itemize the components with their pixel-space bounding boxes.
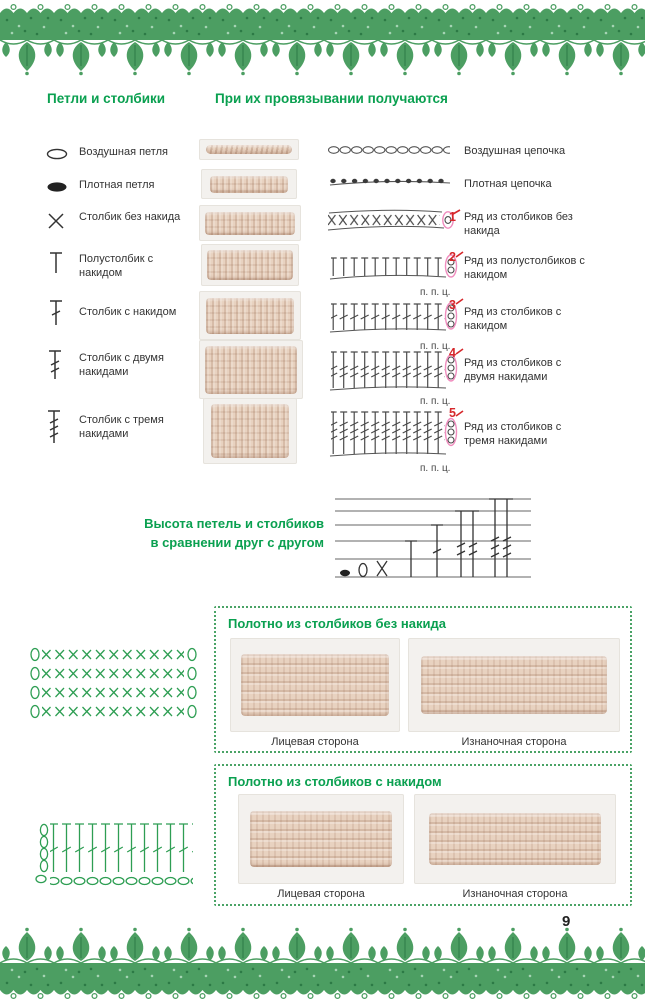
row-number-1: 1 — [449, 210, 456, 224]
photo-sc-front — [230, 638, 400, 732]
section-title: Полотно из столбиков с накидом — [228, 774, 442, 789]
diagram-half-double-row — [329, 246, 464, 280]
stitch-name-half-double: Полустолбик с накидом — [79, 253, 154, 279]
half-double-symbol-icon — [50, 252, 62, 273]
caption-front-side: Лицевая сторона — [277, 888, 365, 900]
height-caption-line2: в сравнении друг с другом — [150, 535, 324, 550]
double-2yo-symbol-icon — [49, 350, 61, 379]
row-number-3: 3 — [449, 298, 456, 312]
result-name-air-chain: Воздушная цепочка — [464, 145, 566, 157]
height-caption-line1: Высота петель и столбиков — [144, 516, 324, 531]
double-crochet-symbol-icon — [50, 300, 62, 325]
stitch-name-air-loop: Воздушная петля — [79, 146, 168, 158]
photo-double-crochet-sample — [199, 291, 301, 340]
diagram-air-chain — [328, 141, 450, 159]
air-loop-symbol-icon — [46, 148, 68, 160]
photo-single-crochet-sample — [199, 205, 301, 241]
single-crochet-symbol-icon — [48, 213, 64, 229]
diagram-double-3yo-row — [329, 402, 464, 457]
row-number-5: 5 — [449, 406, 456, 420]
diagram-single-crochet-row — [327, 206, 461, 231]
crochet-swatch — [206, 145, 292, 154]
result-name-tr-row: Ряд из столбиков с двумя накидами — [464, 357, 562, 383]
turn-chain-note: п. п. ц. — [420, 396, 451, 407]
double-3yo-symbol-icon — [48, 410, 60, 443]
crochet-swatch — [210, 175, 288, 193]
crochet-swatch — [211, 404, 289, 458]
section-sc-fabric: Полотно из столбиков без накида Лицевая … — [214, 606, 632, 753]
diagram-double-2yo-row — [329, 342, 464, 391]
stitch-name-double-3yo: Столбик с тремя накидами — [79, 414, 164, 440]
row-number-4: 4 — [449, 346, 456, 360]
photo-tight-loop-sample — [201, 169, 297, 199]
height-comparison-diagram — [335, 498, 531, 578]
result-name-sc-row: Ряд из столбиков без накида — [464, 211, 573, 237]
column-header-results: При их провязывании получаются — [215, 91, 448, 106]
photo-dc-front — [238, 794, 404, 884]
turn-chain-note: п. п. ц. — [420, 463, 451, 474]
decorative-lace-border-top — [0, 0, 645, 78]
caption-back-side: Изнаночная сторона — [462, 888, 568, 900]
result-name-hdc-row: Ряд из полустолбиков с накидом — [464, 255, 585, 281]
chart-single-crochet-fabric — [30, 645, 197, 723]
turn-chain-note: п. п. ц. — [420, 287, 451, 298]
stitch-name-double-2yo: Столбик с двумя накидами — [79, 352, 164, 378]
crochet-swatch — [205, 211, 295, 235]
crochet-swatch — [241, 654, 389, 716]
photo-dc-back — [414, 794, 616, 884]
height-comparison-caption: Высота петель и столбиков в сравнении др… — [118, 514, 324, 552]
diagram-tight-chain — [329, 173, 451, 189]
photo-double-3yo-sample — [203, 398, 297, 464]
chart-double-crochet-fabric — [35, 790, 193, 886]
stitch-name-single-crochet: Столбик без накида — [79, 211, 181, 223]
caption-back-side: Изнаночная сторона — [461, 736, 567, 748]
photo-air-loop-sample — [199, 139, 299, 160]
result-name-tight-chain: Плотная цепочка — [464, 178, 552, 190]
diagram-double-crochet-row — [329, 294, 464, 334]
caption-front-side: Лицевая сторона — [271, 736, 359, 748]
page-number: 9 — [562, 913, 571, 930]
crochet-swatch — [207, 250, 293, 280]
row-number-2: 2 — [449, 250, 456, 264]
section-title: Полотно из столбиков без накида — [228, 616, 446, 631]
crochet-swatch — [205, 345, 297, 394]
crochet-swatch — [206, 297, 294, 334]
photo-half-double-sample — [201, 244, 299, 286]
stitch-name-double-crochet: Столбик с накидом — [79, 306, 177, 318]
crochet-swatch — [429, 813, 601, 865]
column-header-stitches: Петли и столбики — [47, 91, 166, 106]
result-name-dtr-row: Ряд из столбиков с тремя накидами — [464, 421, 562, 447]
tight-loop-symbol-icon — [47, 182, 67, 192]
crochet-swatch — [421, 656, 607, 714]
photo-sc-back — [408, 638, 620, 732]
decorative-lace-border-bottom — [0, 925, 645, 1001]
stitch-name-tight-loop: Плотная петля — [79, 179, 155, 191]
crochet-swatch — [250, 811, 392, 867]
photo-double-2yo-sample — [199, 340, 303, 399]
result-name-dc-row: Ряд из столбиков с накидом — [464, 306, 562, 332]
section-dc-fabric: Полотно из столбиков с накидом Лицевая с… — [214, 764, 632, 906]
